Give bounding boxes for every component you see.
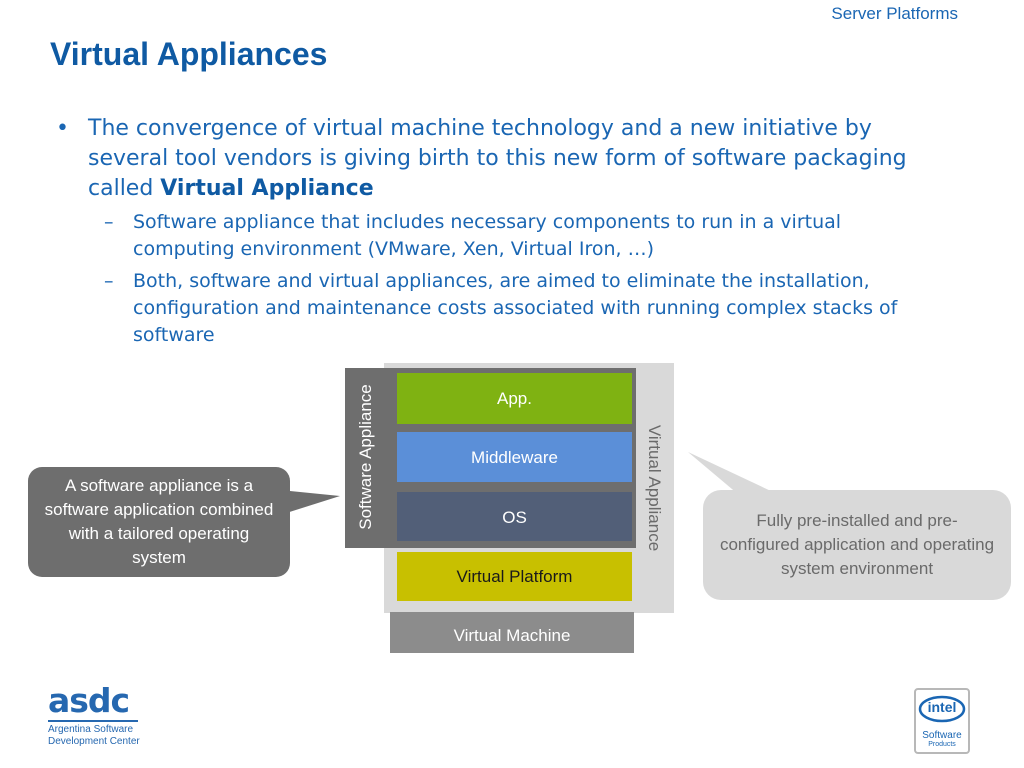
intel-wordmark: intel (927, 699, 957, 715)
virtual-platform-layer: Virtual Platform (397, 552, 632, 601)
virtual-appliance-callout: Fully pre-installed and pre-configured a… (703, 490, 1011, 600)
main-bullet-bold: Virtual Appliance (160, 176, 374, 201)
app-layer: App. (397, 373, 632, 424)
intel-software-logo: intel Software Products (914, 688, 970, 754)
right-callout-pointer (688, 452, 790, 500)
asdc-divider (48, 720, 138, 722)
sub-bullet-2: Both, software and virtual appliances, a… (133, 270, 898, 346)
intel-products-text: Products (928, 741, 956, 748)
virtual-machine-label: Virtual Machine (453, 626, 571, 645)
intel-software-text: Software (922, 730, 962, 741)
main-bullet: The convergence of virtual machine techn… (88, 114, 948, 204)
middleware-layer: Middleware (397, 432, 632, 482)
asdc-tagline-2: Development Center (48, 736, 140, 747)
asdc-wordmark: asdc (48, 681, 130, 720)
asdc-logo: asdc Argentina Software Development Cent… (48, 684, 168, 748)
asdc-tagline-1: Argentina Software (48, 724, 134, 735)
software-appliance-callout: A software appliance is a software appli… (28, 467, 290, 577)
bullet-marker: • (56, 116, 69, 141)
sub-bullet-1: Software appliance that includes necessa… (133, 211, 842, 260)
sub-bullet-dash: – (104, 211, 114, 233)
sub-bullet-dash: – (104, 270, 114, 292)
left-callout-pointer (280, 490, 340, 515)
main-bullet-text: The convergence of virtual machine techn… (88, 116, 907, 201)
os-layer: OS (397, 492, 632, 541)
virtual-appliance-callout-text: Fully pre-installed and pre-configured a… (719, 511, 995, 578)
section-label: Server Platforms (831, 4, 958, 23)
software-appliance-callout-text: A software appliance is a software appli… (44, 476, 274, 567)
slide-title: Virtual Appliances (50, 36, 328, 72)
virtual-machine-layer: Virtual Machine (390, 612, 634, 653)
intel-swirl-icon (918, 695, 966, 723)
